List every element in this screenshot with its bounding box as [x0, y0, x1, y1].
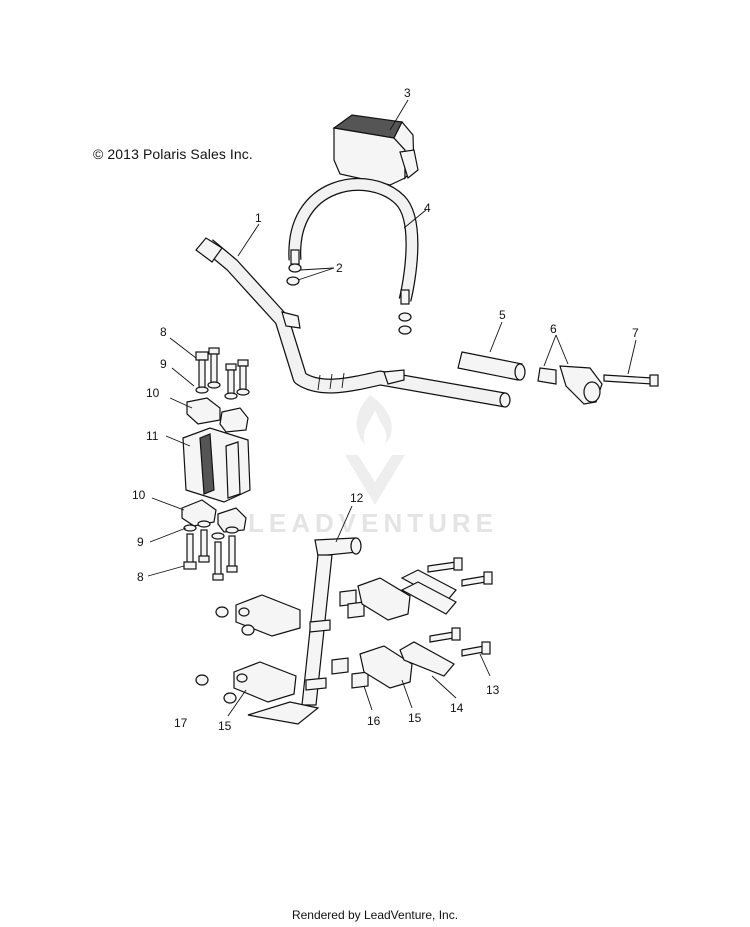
mounting-plate-lower — [399, 641, 455, 677]
callout-2: 2 — [336, 261, 343, 275]
callout-10-lower: 10 — [132, 488, 146, 502]
mounting-plate-upper — [400, 569, 457, 615]
callout-leaders — [147, 99, 637, 717]
callout-16: 16 — [367, 714, 381, 728]
callout-9-upper: 9 — [160, 357, 167, 371]
callout-14: 14 — [450, 701, 464, 715]
callout-3: 3 — [404, 86, 411, 100]
clamp-bolt-set-lower — [183, 520, 239, 581]
callout-7: 7 — [632, 326, 639, 340]
crossbar-nut-top — [286, 263, 302, 286]
callout-10-upper: 10 — [146, 386, 160, 400]
callout-8-upper: 8 — [160, 325, 167, 339]
callout-4: 4 — [424, 201, 431, 215]
callout-1: 1 — [255, 211, 262, 225]
handlebar-pad — [332, 114, 419, 186]
bushing-lower — [331, 657, 369, 689]
callout-15-left: 15 — [218, 719, 232, 733]
bearing-block-upper-left — [215, 594, 301, 637]
footer-credit: Rendered by LeadVenture, Inc. — [291, 908, 459, 922]
callout-8-lower: 8 — [137, 570, 144, 584]
callout-6: 6 — [550, 322, 557, 336]
bar-end-cap — [537, 365, 603, 405]
callout-9-lower: 9 — [137, 535, 144, 549]
callout-15-right: 15 — [408, 711, 422, 725]
crossbar-tube — [288, 177, 419, 305]
watermark-logo — [345, 395, 405, 505]
copyright-notice: © 2013 Polaris Sales Inc. — [93, 146, 253, 162]
handlebar-riser — [182, 427, 251, 503]
steering-post — [247, 537, 362, 725]
mounting-bolt-set — [427, 557, 493, 657]
callout-5: 5 — [499, 308, 506, 322]
callout-11: 11 — [146, 429, 159, 443]
clamp-cap-upper — [186, 397, 249, 433]
bearing-block-lower-right — [359, 645, 413, 689]
callout-17: 17 — [174, 716, 188, 730]
handlebar — [195, 237, 511, 408]
clamp-cap-lower — [181, 499, 247, 533]
crossbar-nut-bottom — [398, 312, 412, 335]
grip-sleeve — [457, 351, 526, 381]
bar-end-bolt — [603, 374, 659, 387]
bearing-block-upper-right — [357, 577, 411, 621]
watermark-text: LEADVENTURE — [248, 508, 498, 538]
bearing-block-lower-left — [195, 661, 297, 704]
callout-12: 12 — [350, 491, 364, 505]
callout-13: 13 — [486, 683, 500, 697]
clamp-bolt-set-upper — [195, 347, 250, 400]
bushing-upper — [339, 589, 365, 619]
